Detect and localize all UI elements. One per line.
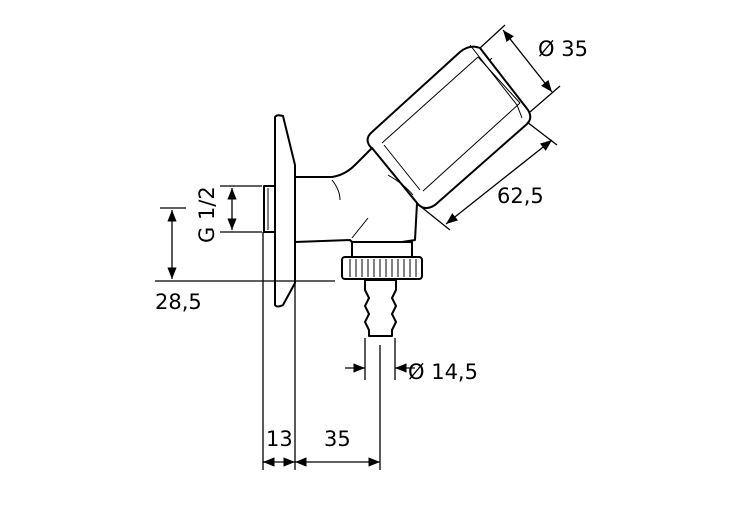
- hose-diameter-label: Ø 14,5: [408, 360, 478, 384]
- inlet-height-label: 28,5: [155, 290, 202, 314]
- hose-barb: [364, 279, 397, 337]
- thread-label: G 1/2: [195, 186, 219, 243]
- hose-nut: [341, 241, 423, 280]
- handle-diameter-label: Ø 35: [538, 37, 588, 61]
- inlet-thread: [263, 185, 276, 233]
- handle-length-label: 62,5: [497, 184, 544, 208]
- extension-lines: [155, 24, 561, 470]
- dimension-lines: [167, 29, 553, 467]
- wall-flange: [274, 114, 296, 308]
- flange-depth-label: 13: [266, 427, 293, 451]
- outlet-offset-label: 35: [324, 427, 351, 451]
